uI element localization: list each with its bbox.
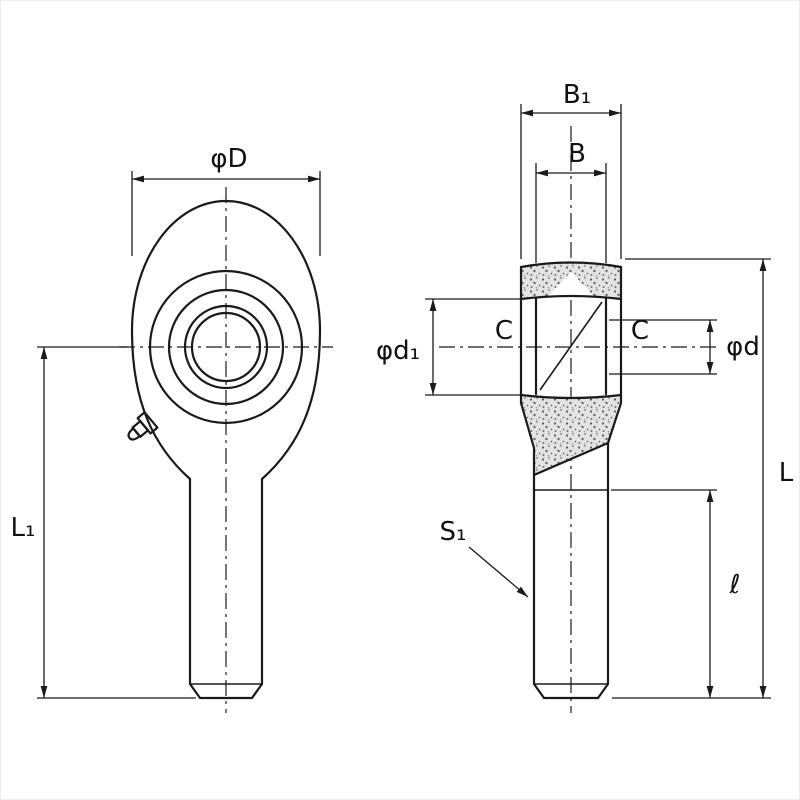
dim-ell: ℓ (611, 489, 741, 698)
dim-label-phi-D: φD (210, 144, 247, 174)
head-outline (130, 199, 322, 481)
bearing-rings (148, 269, 304, 425)
dim-label-ell: ℓ (729, 570, 741, 600)
label-C-left: C (495, 316, 513, 346)
callout-S1: S₁ (440, 517, 529, 598)
dim-L: L (612, 258, 794, 699)
dim-label-phi-d: φd (726, 332, 760, 362)
dim-L1: L₁ (11, 346, 196, 699)
shank-side (532, 441, 610, 700)
dim-B: B (535, 139, 607, 263)
dim-label-phi-d1: φd₁ (376, 336, 420, 366)
dim-label-S1: S₁ (440, 517, 467, 547)
dim-B1: B₁ (520, 80, 622, 259)
dim-label-B1: B₁ (563, 80, 591, 110)
housing-section (519, 261, 623, 477)
dim-phi-d1: φd₁ (376, 298, 520, 396)
dim-label-B: B (568, 139, 586, 169)
dim-phi-d: φd (609, 319, 760, 375)
side-view: B₁ B C C φd₁ φd (376, 80, 794, 713)
dim-label-L: L (779, 458, 794, 488)
shank-front (188, 477, 264, 700)
label-C-right: C (631, 316, 649, 346)
front-view: φD L₁ (11, 144, 333, 713)
dim-label-L1: L₁ (11, 513, 36, 543)
ball-section (534, 296, 608, 396)
dim-phi-D: φD (131, 144, 321, 256)
grease-fitting (127, 411, 159, 441)
